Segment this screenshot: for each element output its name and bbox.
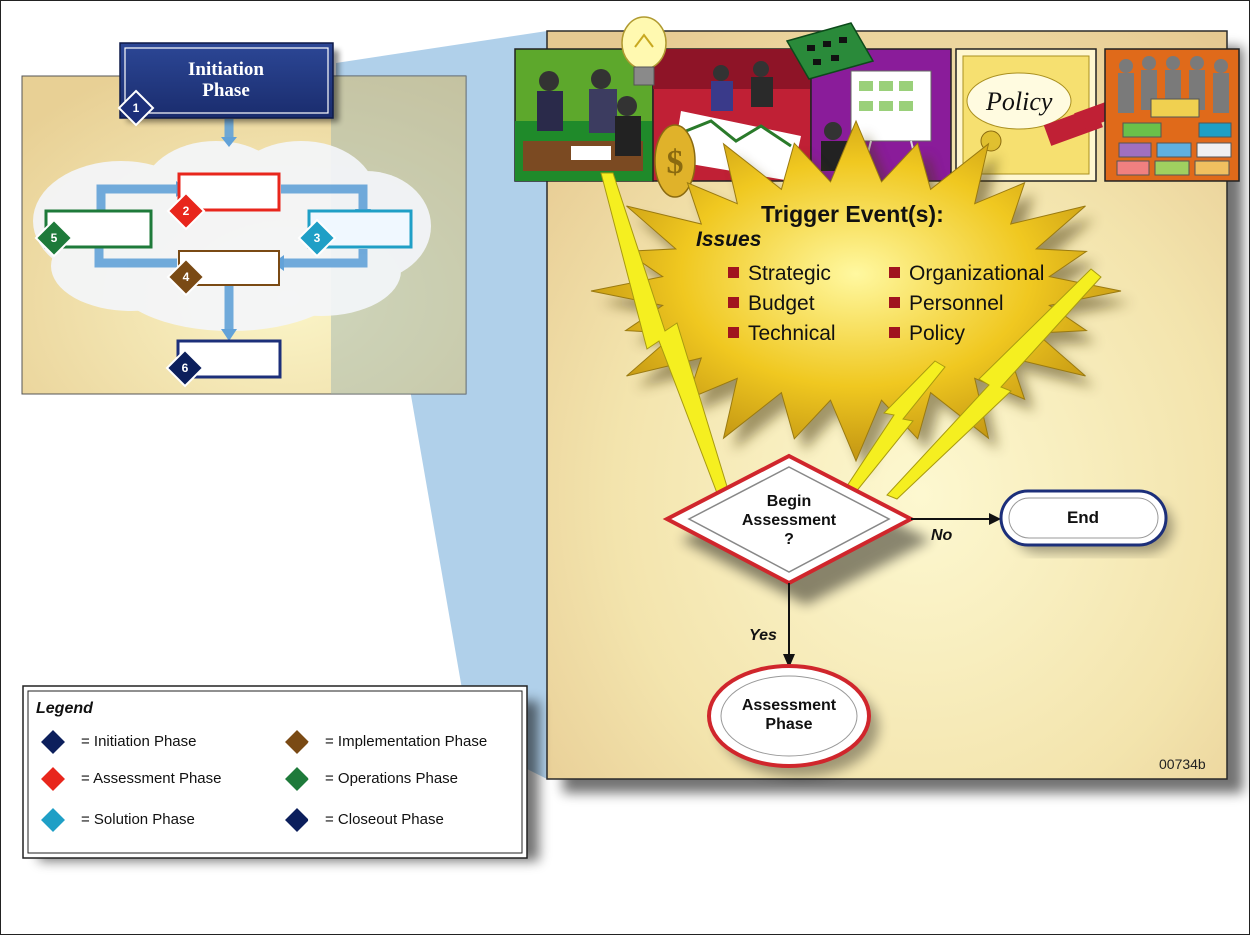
issue-item: Personnel (889, 289, 1044, 319)
mini-diamond-6 (165, 348, 205, 388)
legend-item-label: = Implementation Phase (325, 733, 488, 750)
legend-item-label: = Solution Phase (81, 811, 195, 828)
legend-number-5: 5 (307, 772, 315, 786)
svg-text:$: $ (667, 144, 684, 181)
legend-item-label: = Closeout Phase (325, 811, 444, 828)
mini-diamond-5 (34, 218, 74, 258)
mini-number-6: 6 (181, 361, 189, 375)
decision-line3: ? (784, 531, 794, 548)
initiation-title-line2: Phase (202, 80, 250, 101)
mini-diamond-1 (117, 89, 155, 127)
trigger-events-title: Trigger Event(s): (761, 201, 944, 227)
initiation-badge-number: 1 (132, 101, 140, 115)
decision-line1: Begin (766, 493, 812, 510)
initiation-phase-title: Initiation Phase (161, 59, 291, 101)
policy-sign-text: Policy (986, 87, 1053, 116)
issue-item: Budget (728, 289, 836, 319)
issues-right-list: Organizational Personnel Policy (889, 259, 1044, 349)
legend-title: Legend (36, 700, 93, 717)
assessment-phase-label: Assessment Phase (719, 696, 859, 734)
legend-diamond-5 (282, 764, 312, 794)
legend-item-label: = Initiation Phase (81, 733, 197, 750)
dollar-coin-icon: $ (654, 124, 696, 198)
assessment-line2: Phase (765, 716, 813, 733)
yes-label: Yes (749, 627, 777, 644)
photo-policy (955, 48, 1118, 182)
lightbulb-icon (621, 16, 667, 86)
figure-code: 00734b (1159, 756, 1206, 772)
legend-diamond-1 (38, 727, 68, 757)
mini-number-4: 4 (182, 270, 190, 284)
legend-item-label: = Assessment Phase (81, 770, 222, 787)
initiation-title-line1: Initiation (187, 59, 265, 80)
mini-diamond-4 (166, 257, 206, 297)
mini-diamond-2 (166, 191, 206, 231)
legend-number-3: 3 (63, 813, 71, 827)
photo-presentation (810, 48, 952, 182)
begin-assessment-label: Begin Assessment ? (719, 492, 859, 549)
legend-diamond-2 (38, 764, 68, 794)
circuit-board-icon (785, 22, 875, 80)
issue-item: Policy (889, 319, 1044, 349)
legend-box (22, 685, 528, 859)
legend-diamond-4 (282, 727, 312, 757)
legend-number-4: 4 (307, 735, 315, 749)
legend-number-2: 2 (63, 772, 71, 786)
issues-left-list: Strategic Budget Technical (728, 259, 836, 349)
legend-diamond-3 (38, 805, 68, 835)
issue-item: Strategic (728, 259, 836, 289)
legend-number-1: 1 (63, 735, 71, 749)
legend-diamond-6 (282, 805, 312, 835)
assessment-line1: Assessment (741, 697, 837, 714)
issue-item: Technical (728, 319, 836, 349)
assessment-phase-oval (707, 664, 871, 768)
end-terminal (999, 489, 1168, 547)
legend-item-label: = Operations Phase (325, 770, 459, 787)
decision-line2: Assessment (741, 512, 837, 529)
mini-diamond-3 (297, 218, 337, 258)
mini-number-5: 5 (50, 231, 58, 245)
mini-number-3: 3 (313, 231, 321, 245)
issue-item: Organizational (889, 259, 1044, 289)
mini-number-2: 2 (182, 204, 190, 218)
photo-meeting (514, 48, 654, 182)
legend-number-6: 6 (307, 813, 315, 827)
no-label: No (931, 527, 953, 544)
end-label: End (1066, 508, 1100, 527)
photo-org-chart (1104, 48, 1240, 182)
issues-heading: Issues (696, 228, 762, 251)
initiation-phase-box (119, 42, 334, 119)
legend-diamonds (38, 727, 312, 835)
